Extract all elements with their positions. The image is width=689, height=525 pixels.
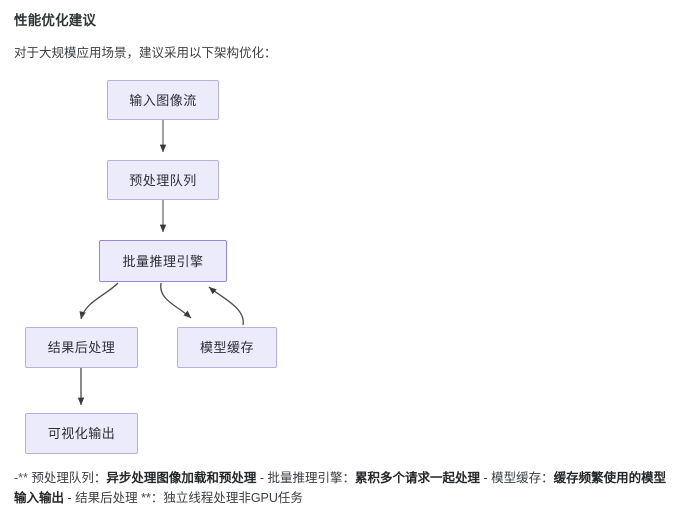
flow-node-result-postprocess[interactable]: 结果后处理 [25,327,138,368]
flow-node-label: 预处理队列 [129,172,197,188]
intro-paragraph: 对于大规模应用场景，建议采用以下架构优化： [14,45,277,60]
flow-node-visualization-output[interactable]: 可视化输出 [25,413,138,454]
footer-segment-5: 缓存频繁使用的模型输入输出 [14,471,667,506]
flow-node-label: 输入图像流 [129,92,197,108]
architecture-flowchart: 输入图像流 预处理队列 批量推理引擎 结果后处理 模型缓存 可视化输出 [0,62,689,462]
flow-node-batch-inference-engine[interactable]: 批量推理引擎 [99,240,227,282]
footer-segment-3: 累积多个请求一起处理 [355,471,481,485]
footer-segment-0: 预处理队列： [31,471,107,485]
footer-segment-6: - 结果后处理 **：独立线程处理非GPU任务 [64,491,303,506]
flow-node-label: 可视化输出 [47,426,116,441]
optimization-summary-note: -** 预处理队列：异步处理图像加载和预处理 - 批量推理引擎：累积多个请求一起… [14,468,674,509]
flow-node-label: 模型缓存 [199,340,254,355]
flow-node-label: 结果后处理 [47,340,116,355]
footer-prefix: -** [14,471,32,485]
flowchart-edges [77,120,244,406]
flow-node-model-cache[interactable]: 模型缓存 [177,327,277,368]
edge-cache-to-engine [208,286,244,326]
edge-engine-to-cache [160,282,192,319]
edge-engine-to-postproc [79,282,119,320]
flow-node-label: 批量推理引擎 [122,253,204,269]
flow-node-input-image-stream[interactable]: 输入图像流 [107,80,219,120]
page-title: 性能优化建议 [14,13,97,28]
footer-segment-2: - 批量推理引擎： [256,471,356,485]
footer-segment-4: - 模型缓存： [480,471,554,485]
flow-node-preprocess-queue[interactable]: 预处理队列 [107,160,219,200]
footer-segment-1: 异步处理图像加载和预处理 [106,471,257,485]
